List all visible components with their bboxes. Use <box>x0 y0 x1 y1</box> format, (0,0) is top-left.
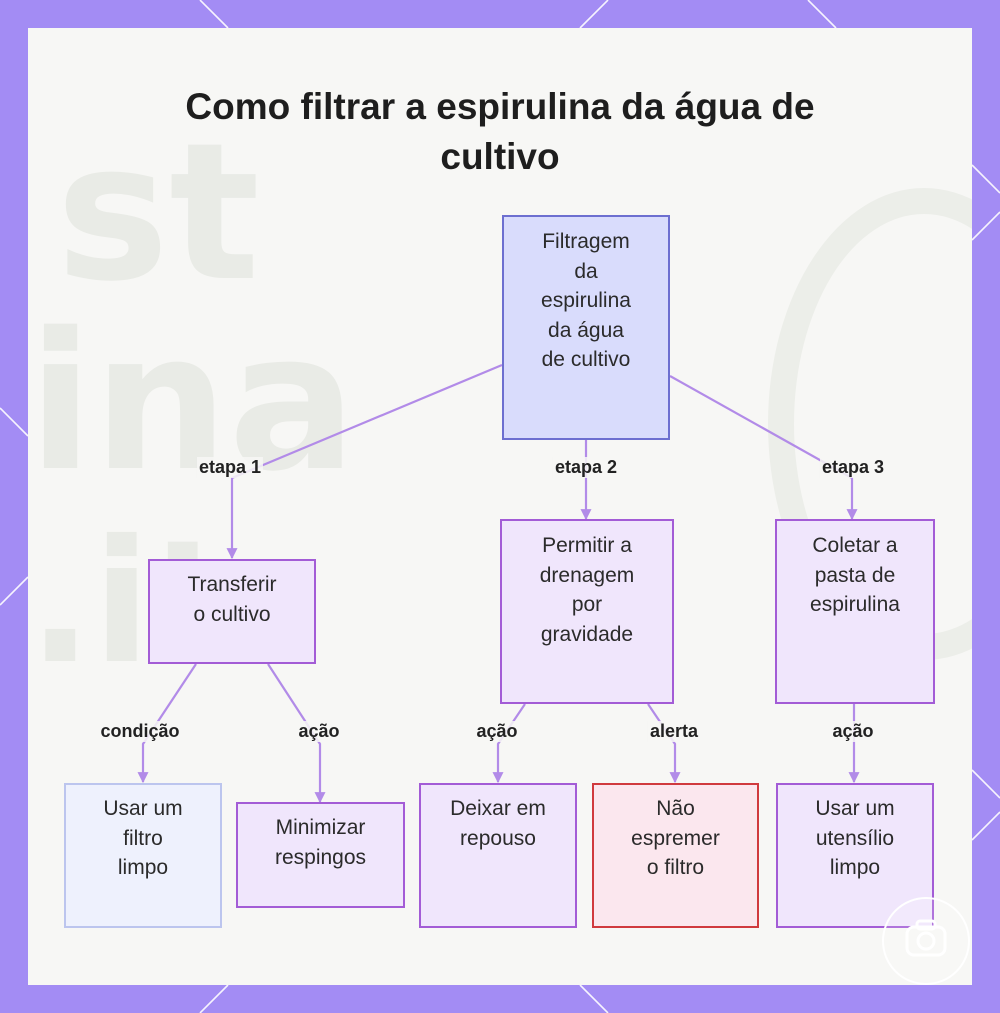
edge-step1-leaf1 <box>137 663 197 784</box>
root-node-label: Filtragem da espirulina da água de culti… <box>541 230 631 371</box>
edge-step2-leaf4 <box>647 703 681 784</box>
leaf-node-filtro-limpo: Usar um filtro limpo <box>64 783 222 928</box>
leaf-node-deixar-repouso-label: Deixar em repouso <box>450 797 546 850</box>
edge-root-step1 <box>226 363 503 560</box>
leaf-node-minimizar-respingos: Minimizar respingos <box>236 802 405 908</box>
leaf-node-filtro-limpo-label: Usar um filtro limpo <box>103 797 183 879</box>
step1-node: Transferir o cultivo <box>148 559 316 664</box>
edge-label-acao-2: ação <box>474 721 520 742</box>
background-watermark-st: st <box>56 102 260 323</box>
edge-label-acao-1: ação <box>296 721 342 742</box>
leaf-node-deixar-repouso: Deixar em repouso <box>419 783 577 928</box>
edge-label-condicao: condição <box>98 721 182 742</box>
step3-node: Coletar a pasta de espirulina <box>775 519 935 704</box>
edge-label-acao-3: ação <box>830 721 876 742</box>
edge-root-step3 <box>669 375 858 521</box>
step3-node-label: Coletar a pasta de espirulina <box>810 534 900 616</box>
step1-node-label: Transferir o cultivo <box>187 573 277 626</box>
step2-node-label: Permitir a drenagem por gravidade <box>539 534 635 646</box>
title-line-1: Como filtrar a espirulina da água de <box>185 86 815 127</box>
camera-logo-icon <box>882 897 970 985</box>
leaf-node-utensilio-limpo: Usar um utensílio limpo <box>776 783 934 928</box>
edge-label-etapa-3: etapa 3 <box>819 457 887 478</box>
background-watermark-ina: ina <box>28 292 357 513</box>
title-line-2: cultivo <box>440 136 560 177</box>
leaf-node-utensilio-limpo-label: Usar um utensílio limpo <box>815 797 895 879</box>
leaf-node-nao-espremer: Não espremer o filtro <box>592 783 759 928</box>
leaf-node-minimizar-respingos-label: Minimizar respingos <box>274 816 367 869</box>
step2-node: Permitir a drenagem por gravidade <box>500 519 674 704</box>
edge-label-alerta: alerta <box>647 721 701 742</box>
edge-step1-leaf2 <box>267 663 326 804</box>
edge-label-etapa-2: etapa 2 <box>552 457 620 478</box>
edge-label-etapa-1: etapa 1 <box>196 457 264 478</box>
edge-step2-leaf3 <box>492 703 526 784</box>
root-node: Filtragem da espirulina da água de culti… <box>502 215 670 440</box>
diagram-title: Como filtrar a espirulina da água de cul… <box>0 82 1000 182</box>
leaf-node-nao-espremer-label: Não espremer o filtro <box>631 797 720 879</box>
